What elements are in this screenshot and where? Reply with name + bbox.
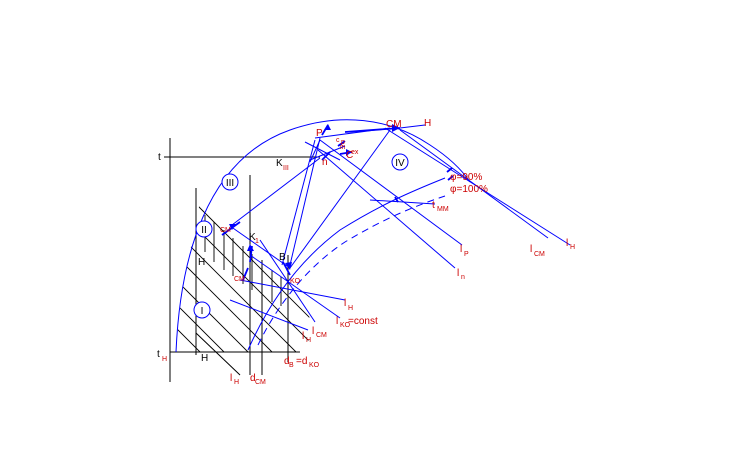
label-phi-90: φ=90% xyxy=(450,172,482,183)
point-C: C xyxy=(346,150,353,161)
label-tH: t xyxy=(157,349,160,360)
label-lH1: l xyxy=(302,331,304,342)
point-K: K xyxy=(276,158,283,169)
label-cp-sub: p xyxy=(341,139,345,146)
moisture-labels: d CM d B =d KO xyxy=(250,356,320,386)
label-lH2-sub: H xyxy=(348,305,353,312)
point-CM-small1: CM xyxy=(220,227,231,234)
zone-II-label: II xyxy=(201,225,207,236)
line-labels: l H l CM l P l n l H l KO =const l H l C… xyxy=(230,238,575,386)
label-lH1-sub: H xyxy=(306,337,311,344)
zone-III-label: III xyxy=(226,178,234,189)
label-lCM-sub: CM xyxy=(534,251,545,258)
label-lKO-const: =const xyxy=(348,316,378,327)
label-lH3: l xyxy=(230,373,232,384)
humidity-labels: φ=90% φ=100% xyxy=(450,172,488,195)
label-lCM2: l xyxy=(312,326,314,337)
point-labels: P n C CM H K III K 1 B KO CM CM H H xyxy=(198,118,431,364)
label-dKO: =d xyxy=(296,356,307,367)
zone-II-circle xyxy=(195,220,213,238)
point-B: B xyxy=(279,252,286,263)
point-K-sub: III xyxy=(283,165,289,172)
point-CM-small2: CM xyxy=(234,276,245,283)
label-phi-100: φ=100% xyxy=(450,184,488,195)
zone-III-circle xyxy=(221,173,239,191)
label-dB: d xyxy=(284,356,290,367)
process-lines xyxy=(221,124,454,281)
label-lH3-sub: H xyxy=(234,379,239,386)
label-cp: c xyxy=(336,137,340,144)
zone-I-circle xyxy=(193,301,211,319)
label-ln-sub: n xyxy=(461,274,465,281)
label-dB-sub: B xyxy=(289,362,294,369)
zone-IV-circle xyxy=(391,153,409,171)
zone-markers: III II I IV xyxy=(193,153,409,319)
label-dKO-sub: KO xyxy=(309,362,320,369)
label-in: in xyxy=(340,144,346,151)
label-tMM-sub: MM xyxy=(437,206,449,213)
point-H-top: H xyxy=(424,118,431,129)
label-ex: ex xyxy=(351,149,359,156)
label-tMM: t xyxy=(432,200,435,211)
point-CM: CM xyxy=(386,119,402,130)
point-P: P xyxy=(316,128,323,139)
label-tH-sub: H xyxy=(162,356,167,363)
zone-IV-label: IV xyxy=(395,158,405,169)
label-lKO: l xyxy=(336,316,338,327)
label-dCM-sub: CM xyxy=(255,379,266,386)
label-lH2: l xyxy=(344,298,346,309)
zone-I-label: I xyxy=(201,306,204,317)
point-K1: K xyxy=(249,232,256,243)
point-KO: KO xyxy=(290,278,301,285)
label-lH: l xyxy=(566,238,568,249)
point-K1-sub: 1 xyxy=(255,238,259,245)
label-lP: l xyxy=(460,244,462,255)
label-ln: l xyxy=(457,268,459,279)
label-lCM2-sub: CM xyxy=(316,332,327,339)
point-H-star: H xyxy=(198,257,205,268)
label-lKO-sub: KO xyxy=(340,322,351,329)
label-lH-sub: H xyxy=(570,244,575,251)
label-dCM: d xyxy=(250,373,256,384)
label-lP-sub: P xyxy=(464,251,469,258)
point-n: n xyxy=(322,157,328,168)
point-H-prime: H xyxy=(201,353,208,364)
label-t: t xyxy=(158,152,161,163)
saturation-curves xyxy=(175,119,571,353)
temperature-labels: t t H t MM c p in ex xyxy=(157,137,449,363)
label-lCM: l xyxy=(530,244,532,255)
